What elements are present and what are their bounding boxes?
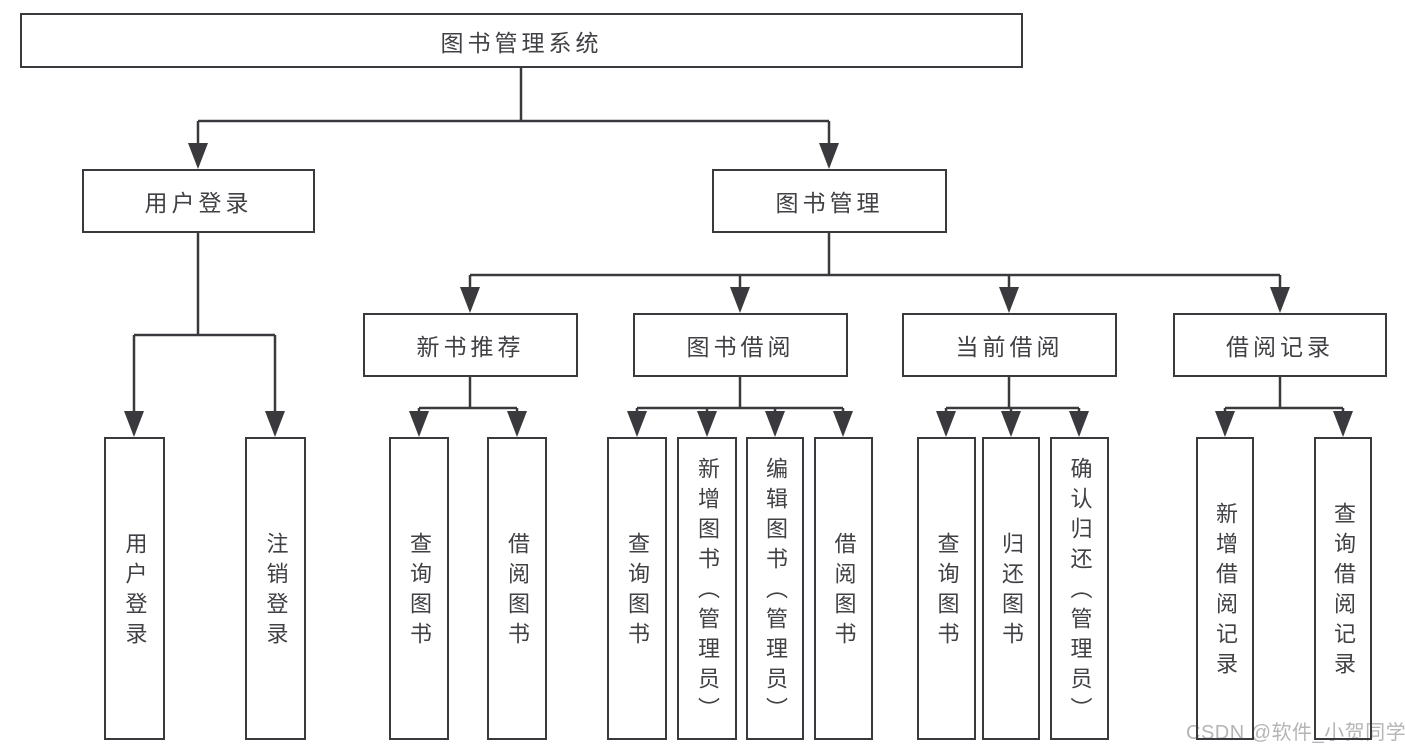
leaf-confirm-return-admin: 确认归还（管理员） xyxy=(1050,437,1109,740)
leaf-add-borrow-record: 新增借阅记录 xyxy=(1196,437,1254,740)
leaf-add-books-admin: 新增图书（管理员） xyxy=(677,437,737,740)
node-user-login-branch: 用户登录 xyxy=(82,169,315,233)
leaf-edit-books-admin: 编辑图书（管理员） xyxy=(746,437,804,740)
node-current-borrow: 当前借阅 xyxy=(902,313,1117,377)
leaf-query-books-1: 查询图书 xyxy=(389,437,449,740)
node-borrow-records: 借阅记录 xyxy=(1173,313,1387,377)
leaf-return-books: 归还图书 xyxy=(982,437,1040,740)
node-book-management-branch: 图书管理 xyxy=(712,169,947,233)
node-root-system: 图书管理系统 xyxy=(20,13,1023,68)
leaf-borrow-books-1: 借阅图书 xyxy=(487,437,547,740)
leaf-query-borrow-record: 查询借阅记录 xyxy=(1314,437,1372,740)
node-book-borrow: 图书借阅 xyxy=(633,313,848,377)
leaf-query-books-2: 查询图书 xyxy=(607,437,667,740)
leaf-query-books-3: 查询图书 xyxy=(917,437,976,740)
node-new-book-recommend: 新书推荐 xyxy=(363,313,578,377)
leaf-borrow-books-2: 借阅图书 xyxy=(814,437,873,740)
leaf-logout: 注销登录 xyxy=(245,437,306,740)
leaf-user-login: 用户登录 xyxy=(104,437,165,740)
